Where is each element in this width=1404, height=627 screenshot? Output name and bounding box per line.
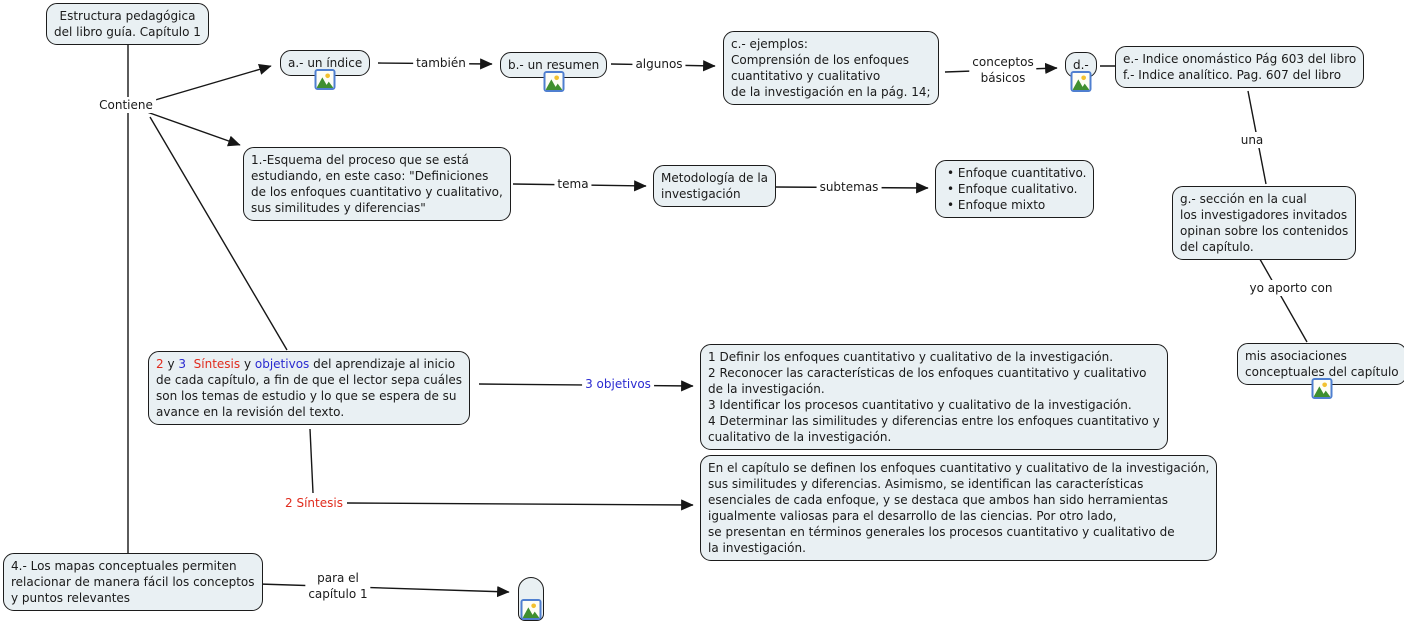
- node-d[interactable]: d.-: [1065, 52, 1097, 92]
- list-item: Enfoque mixto: [947, 197, 1086, 213]
- image-icon[interactable]: [314, 69, 336, 90]
- label-tema[interactable]: tema: [554, 176, 592, 192]
- node-sintesis-objetivos[interactable]: 2 y 3 Síntesis y objetivos del aprendiza…: [148, 351, 471, 425]
- line-mapas-capitulo1: [258, 583, 510, 598]
- node-ejemplos[interactable]: c.- ejemplos: Comprensión de los enfoque…: [723, 31, 939, 105]
- line-contiene-esquema: [146, 111, 241, 147]
- node-esquema[interactable]: 1.-Esquema del proceso que se está estud…: [243, 147, 511, 221]
- node-estructura-pedagogica[interactable]: Estructura pedagógica del libro guía. Ca…: [46, 3, 209, 45]
- label-subtemas[interactable]: subtemas: [816, 179, 882, 195]
- label-dos-sintesis[interactable]: 2 Síntesis: [282, 495, 346, 511]
- line-seccion-asociaciones: [1256, 253, 1308, 343]
- node-asociaciones-label: mis asociaciones conceptuales del capítu…: [1245, 349, 1399, 379]
- sintesis-objetivos-rest: de cada capítulo, a fin de que el lector…: [156, 373, 463, 419]
- node-objetivos-lista[interactable]: 1 Definir los enfoques cuantitativo y cu…: [700, 344, 1168, 450]
- image-icon[interactable]: [1311, 378, 1333, 399]
- label-yo-aporto-con[interactable]: yo aporto con: [1246, 280, 1336, 296]
- node-indices-ef[interactable]: e.- Indice onomástico Pág 603 del libro …: [1115, 46, 1365, 88]
- node-enfoques[interactable]: Enfoque cuantitativo. Enfoque cualitativ…: [935, 160, 1095, 218]
- image-icon[interactable]: [520, 599, 542, 620]
- node-metodologia[interactable]: Metodología de la investigación: [653, 165, 777, 207]
- label-para-el-capitulo[interactable]: para el capítulo 1: [305, 570, 371, 602]
- list-item: Enfoque cualitativo.: [947, 181, 1086, 197]
- node-indice[interactable]: a.- un índice: [280, 50, 371, 90]
- line-contiene-sintesisobjetivos: [149, 116, 288, 351]
- label-tres-objetivos[interactable]: 3 objetivos: [582, 376, 654, 392]
- label-una[interactable]: una: [1237, 132, 1267, 148]
- sintesis-objetivos-line1: 2 y 3 Síntesis y objetivos del aprendiza…: [156, 357, 456, 371]
- image-icon[interactable]: [543, 71, 565, 92]
- label-contiene[interactable]: Contiene: [96, 97, 156, 113]
- node-asociaciones[interactable]: mis asociaciones conceptuales del capítu…: [1237, 343, 1404, 399]
- node-d-label: d.-: [1073, 58, 1089, 72]
- node-seccion-g[interactable]: g.- sección en la cual los investigadore…: [1172, 186, 1357, 260]
- label-tambien[interactable]: también: [413, 55, 469, 71]
- node-mapas-conceptuales[interactable]: 4.- Los mapas conceptuales permiten rela…: [3, 553, 263, 611]
- node-sintesis-texto[interactable]: En el capítulo se definen los enfoques c…: [700, 455, 1218, 561]
- label-algunos[interactable]: algunos: [632, 56, 686, 72]
- node-capitulo1[interactable]: [518, 577, 544, 621]
- image-icon[interactable]: [1070, 71, 1092, 92]
- node-indice-label: a.- un índice: [288, 56, 363, 70]
- node-resumen-label: b.- un resumen: [508, 58, 600, 72]
- line-so-dossintesis: [309, 428, 314, 494]
- label-conceptos-basicos[interactable]: conceptos básicos: [969, 54, 1037, 86]
- node-resumen[interactable]: b.- un resumen: [500, 52, 608, 92]
- enfoques-list: Enfoque cuantitativo. Enfoque cualitativ…: [943, 165, 1087, 213]
- line-dossintesis-sintesis: [346, 499, 694, 511]
- line-contiene-indice: [144, 63, 272, 104]
- list-item: Enfoque cuantitativo.: [947, 165, 1087, 181]
